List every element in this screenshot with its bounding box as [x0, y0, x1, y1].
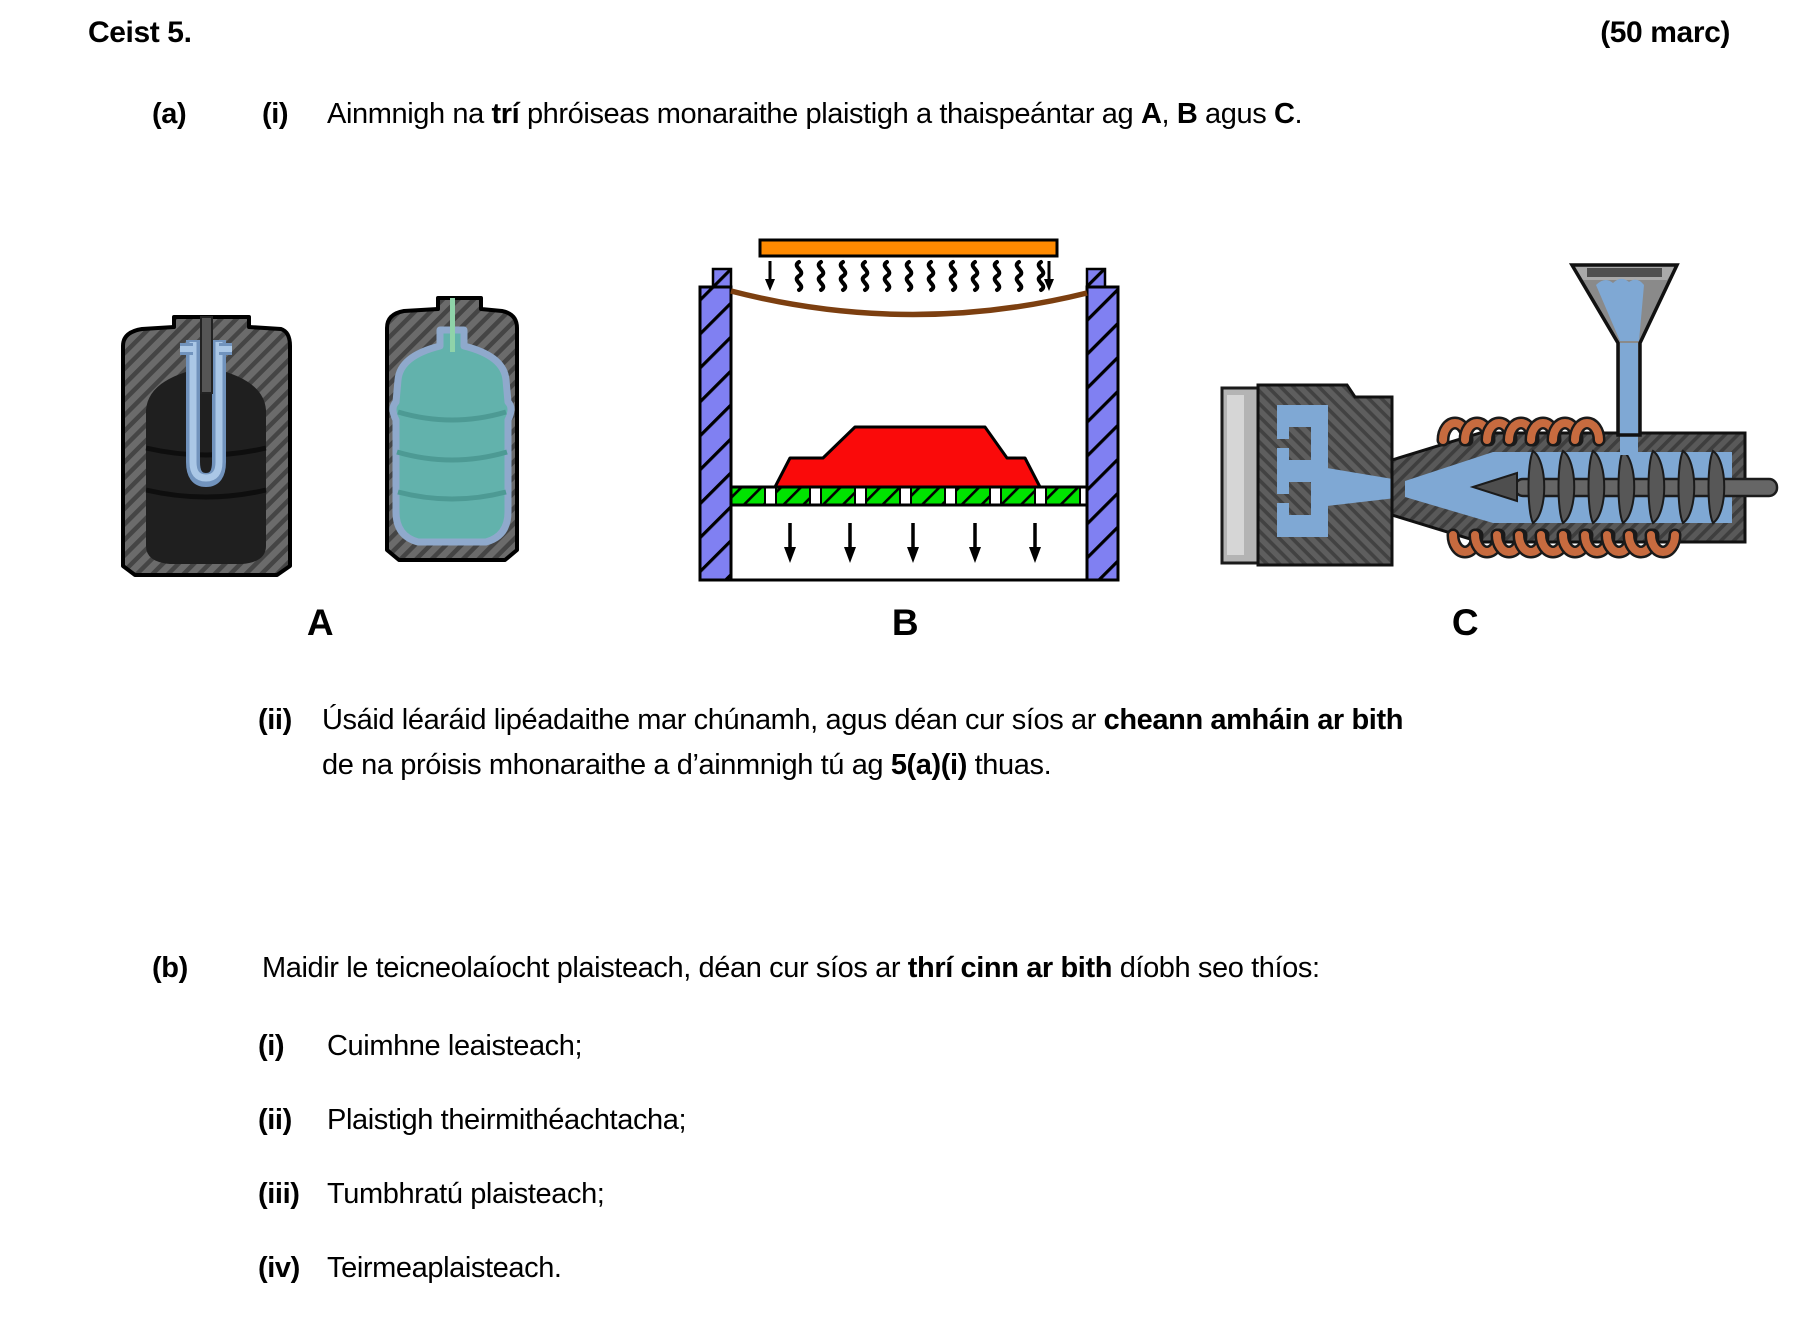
- text-segment: thuas.: [966, 749, 1052, 781]
- mould-with-blown-bottle: [385, 296, 519, 562]
- backing-plate: [1220, 386, 1260, 565]
- text-segment: de na próisis mhonaraithe a d’ainmnigh t…: [322, 749, 891, 781]
- text-segment: A: [1140, 98, 1162, 130]
- text-segment: phróiseas monaraithe plaistigh a thaispe…: [519, 98, 1141, 130]
- question-number: Ceist 5.: [88, 16, 192, 49]
- figure-label-b: B: [891, 602, 919, 643]
- moulded-part: [1277, 405, 1405, 537]
- item-text: Cuimhne leaisteach;: [327, 1030, 583, 1062]
- part-a-item-ii-row: (ii) Úsáid léaráid lipéadaithe mar chúna…: [0, 702, 1818, 742]
- parison: [180, 340, 232, 488]
- plastic-sheet: [730, 288, 1088, 318]
- item-ii-line1: Úsáid léaráid lipéadaithe mar chúnamh, a…: [322, 702, 1403, 738]
- part-a-item-ii-row2: de na próisis mhonaraithe a d’ainmnigh t…: [0, 747, 1818, 787]
- text-segment: Ainmnigh na: [327, 98, 492, 130]
- part-b-intro-row: (b) Maidir le teicneolaíocht plaisteach,…: [0, 950, 1818, 990]
- part-a-item-i-row: (a) (i) Ainmnigh na trí phróiseas monara…: [0, 96, 1818, 136]
- figure-label-a: A: [306, 602, 334, 643]
- item-text: Tumbhratú plaisteach;: [327, 1178, 605, 1210]
- heat-wave-icons: [763, 259, 1056, 293]
- heater-bar: [758, 238, 1059, 258]
- screw-tip: [1469, 471, 1518, 503]
- screw: [1469, 450, 1779, 524]
- sprue: [1327, 468, 1405, 506]
- part-b-item-row: (iv) Teirmeaplaisteach.: [0, 1250, 1818, 1290]
- item-text: Teirmeaplaisteach.: [327, 1252, 562, 1284]
- bottle-ridge: [397, 409, 507, 423]
- figure-a-blow-moulding: [121, 296, 519, 577]
- text-segment: Úsáid léaráid lipéadaithe mar chúnamh, a…: [322, 704, 1104, 736]
- text-segment: 5(a)(i): [890, 749, 968, 781]
- drive-shaft: [1513, 477, 1779, 498]
- bottle-ridge: [397, 489, 507, 502]
- clamp-right: [1085, 267, 1120, 582]
- air-pin: [450, 298, 455, 352]
- figure-label-c: C: [1451, 602, 1479, 643]
- part-b-item-row: (i) Cuimhne leaisteach;: [0, 1028, 1818, 1068]
- part-b-item-row: (ii) Plaistigh theirmithéachtacha;: [0, 1102, 1818, 1142]
- mould-cavity: [146, 360, 266, 564]
- text-segment: thrí cinn ar bith: [907, 952, 1113, 984]
- marks-label: (50 marc): [1600, 16, 1730, 49]
- hopper: [1568, 263, 1680, 455]
- clamp-left: [698, 267, 733, 582]
- text-segment: .: [1294, 98, 1303, 130]
- text-segment: C: [1273, 98, 1295, 130]
- part-b-intro: Maidir le teicneolaíocht plaisteach, déa…: [262, 950, 1320, 986]
- item-ii-label: (ii): [258, 704, 292, 736]
- text-segment: Maidir le teicneolaíocht plaisteach, déa…: [262, 952, 908, 984]
- text-segment: agus: [1197, 98, 1274, 130]
- text-segment: díobh seo thíos:: [1112, 952, 1320, 984]
- part-b-label: (b): [152, 952, 188, 984]
- item-label: (ii): [258, 1104, 292, 1136]
- part-b-item-row: (iii) Tumbhratú plaisteach;: [0, 1176, 1818, 1216]
- item-ii-line2: de na próisis mhonaraithe a d’ainmnigh t…: [322, 747, 1052, 783]
- plastic-granules: [1596, 278, 1644, 341]
- cavity-ridge: [145, 445, 267, 458]
- text-segment: B: [1176, 98, 1198, 130]
- blow-pin: [200, 316, 213, 394]
- bottle-ridge: [396, 449, 508, 463]
- text-segment: cheann amháin ar bith: [1103, 704, 1404, 736]
- text-segment: trí: [491, 98, 520, 130]
- mould-with-parison: [121, 315, 292, 577]
- mould-former: [773, 425, 1042, 489]
- item-label: (iv): [258, 1252, 300, 1284]
- item-label: (i): [258, 1030, 285, 1062]
- figure-c-injection-moulding: [1220, 263, 1779, 567]
- part-a-label: (a): [152, 98, 187, 130]
- item-label: (iii): [258, 1178, 300, 1210]
- cavity-ridge: [145, 487, 267, 500]
- item-text: Plaistigh theirmithéachtacha;: [327, 1104, 687, 1136]
- figure-b-vacuum-forming: [698, 238, 1120, 582]
- text-segment: ,: [1161, 98, 1177, 130]
- item-i-label: (i): [262, 98, 289, 130]
- blown-bottle: [389, 326, 515, 546]
- item-i-text: Ainmnigh na trí phróiseas monaraithe pla…: [327, 96, 1303, 132]
- perforated-platen: [729, 485, 1089, 507]
